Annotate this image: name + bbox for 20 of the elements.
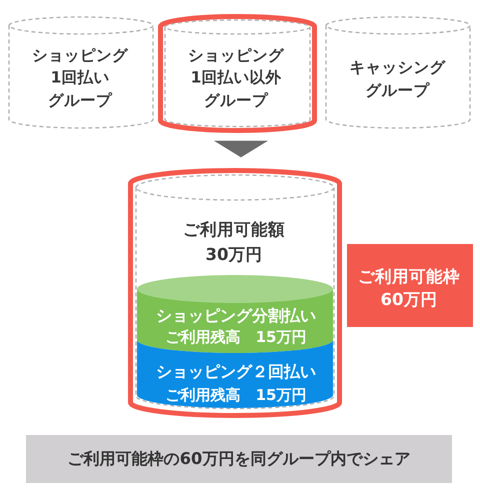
cylinder: [8, 16, 154, 129]
balance-text: ご利用残高 15万円: [166, 326, 306, 346]
banner: [26, 435, 452, 483]
cylinder: [325, 16, 471, 129]
amount-label: ご利用可能額: [183, 219, 285, 241]
arrow: [214, 140, 268, 158]
balance-text: ご利用残高 15万円: [166, 385, 306, 405]
limit-value: 60万円: [380, 289, 438, 311]
limit-label: ご利用可能枠: [358, 266, 460, 288]
group-label: ショッピング1回払いグループ: [32, 44, 128, 111]
highlighted-cylinder: [158, 14, 317, 133]
label-box: [347, 244, 473, 327]
layer-title: ショッピング分割払い: [156, 306, 316, 326]
highlighted-cylinder: [128, 168, 342, 418]
group-label: ショッピング1回払い以外グループ: [188, 44, 284, 111]
group-label: キャッシンググループ: [350, 58, 446, 101]
cylinder-layer: [137, 275, 333, 353]
amount-value: 30万円: [206, 244, 262, 266]
layer-title: ショッピング２回払い: [156, 362, 316, 382]
note-text: ご利用可能枠の60万円を同グループ内でシェア: [68, 448, 410, 470]
